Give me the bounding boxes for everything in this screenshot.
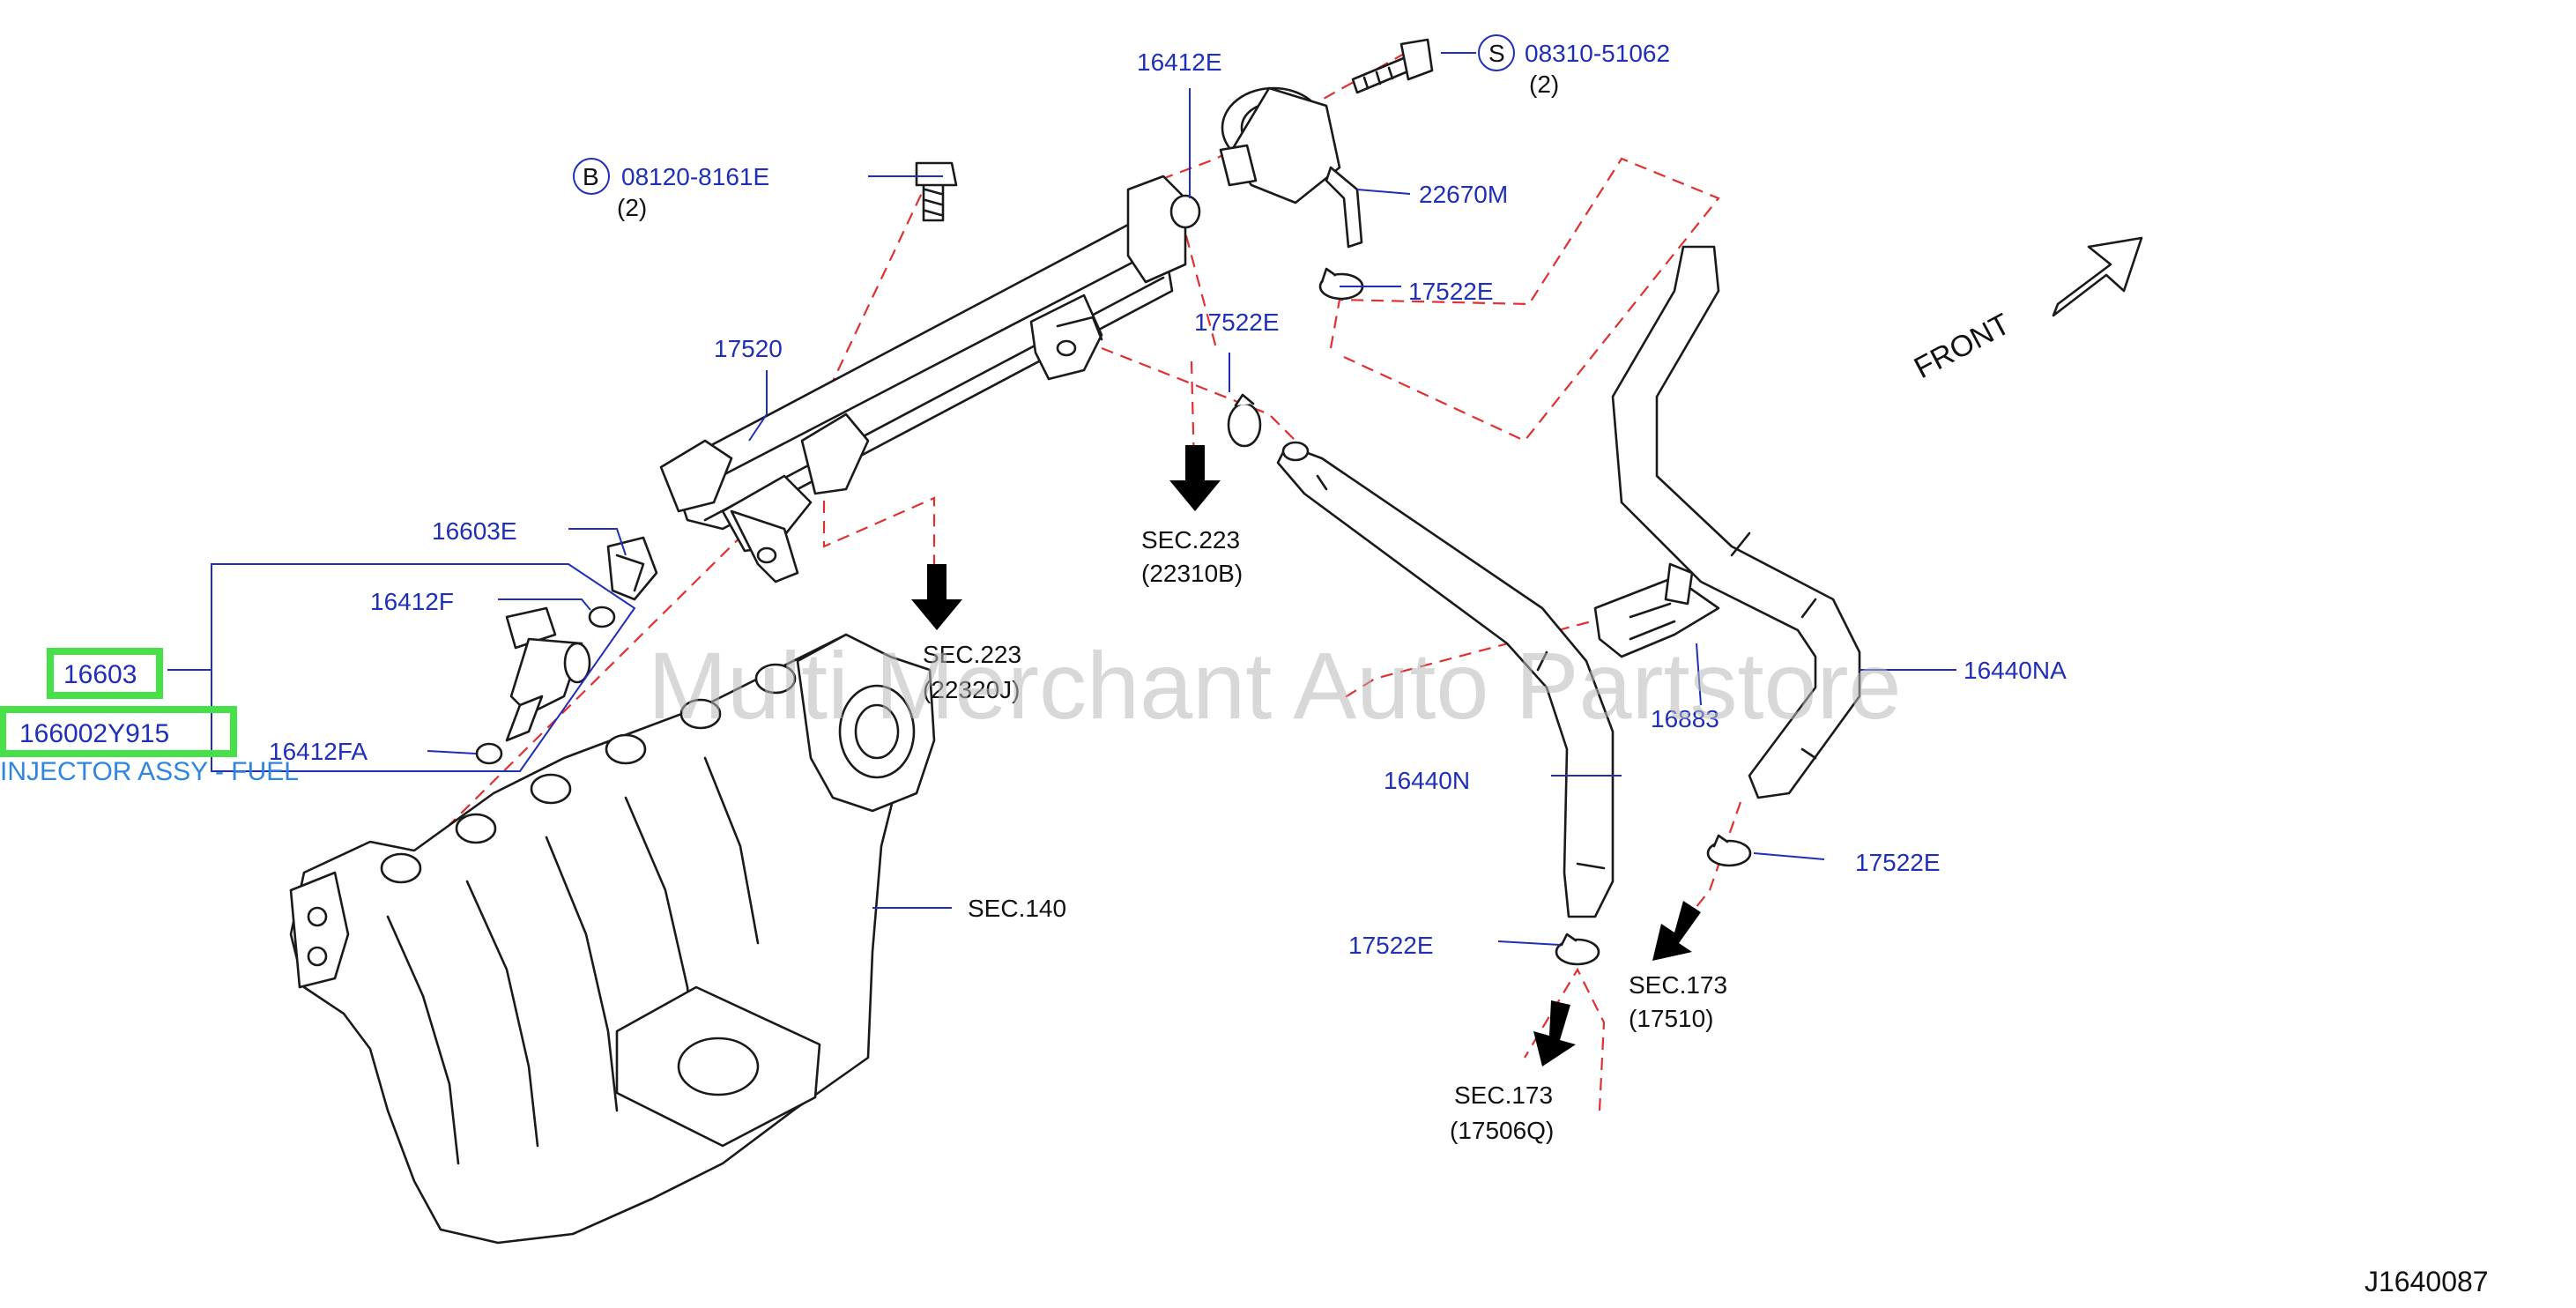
symbol-s-circle: [1478, 34, 1515, 71]
symbol-s: S: [1488, 40, 1505, 67]
label-16603[interactable]: 16603: [63, 660, 137, 689]
symbol-b: B: [583, 163, 599, 190]
sec173-a-ref: (17510): [1629, 1005, 1714, 1032]
injector-clip: [606, 536, 658, 601]
sec223-b-ref: (22320J): [923, 676, 1021, 703]
bolt-s: [1351, 38, 1434, 94]
label-08120-8161e[interactable]: 08120-8161E: [621, 163, 769, 190]
clamp-right: [1706, 834, 1752, 867]
leader-lines: [167, 52, 1956, 946]
clamp-bottom: [1555, 933, 1600, 966]
guide-lines: [391, 52, 1742, 1111]
pressure-regulator: [1169, 86, 1363, 249]
label-16412fa[interactable]: 16412FA: [269, 738, 367, 765]
injector-name: INJECTOR ASSY - FUEL: [0, 757, 299, 786]
label-16440n[interactable]: 16440N: [1384, 767, 1470, 794]
front-label: FRONT: [1909, 308, 2016, 386]
oring-lower: [475, 742, 503, 765]
label-166002y915[interactable]: 166002Y915: [19, 719, 169, 748]
bolt-b: [915, 161, 958, 222]
oring-upper: [588, 606, 616, 628]
intake-manifold: [289, 633, 936, 1245]
qty-08120-8161e: (2): [617, 194, 647, 221]
sec223-a-ref: (22310B): [1141, 560, 1243, 587]
sec173-b-title[interactable]: SEC.173: [1454, 1081, 1553, 1109]
sec173-b-ref: (17506Q): [1450, 1117, 1554, 1144]
arrow-sec223-b: [911, 564, 962, 630]
label-16883[interactable]: 16883: [1651, 705, 1719, 732]
hose-16440n: [1276, 441, 1615, 918]
label-16603e[interactable]: 16603E: [432, 517, 517, 545]
injector: [505, 606, 591, 742]
clamp-top: [1318, 267, 1364, 301]
sec223-a-title[interactable]: SEC.223: [1141, 526, 1240, 554]
label-17520[interactable]: 17520: [714, 335, 783, 362]
label-16412e[interactable]: 16412E: [1137, 48, 1222, 76]
label-17522e-top[interactable]: 17522E: [1408, 278, 1494, 305]
watermark: Multi Merchant Auto Partstore: [648, 632, 1902, 739]
sec223-b-title[interactable]: SEC.223: [923, 641, 1021, 668]
label-08310-51062[interactable]: 08310-51062: [1525, 40, 1670, 67]
label-16440na[interactable]: 16440NA: [1964, 657, 2067, 684]
sec173-a-title[interactable]: SEC.173: [1629, 971, 1727, 999]
front-arrow: [2052, 236, 2143, 317]
fuel-rail: [659, 175, 1187, 583]
hose-16440na: [1611, 245, 1861, 799]
sec140-title[interactable]: SEC.140: [968, 895, 1066, 922]
label-17522e-mid[interactable]: 17522E: [1194, 308, 1280, 336]
label-17522e-right[interactable]: 17522E: [1855, 849, 1941, 876]
arrow-sec173-b: [1533, 1000, 1576, 1066]
hose-bracket: [1593, 562, 1720, 658]
label-16412f[interactable]: 16412F: [370, 588, 454, 615]
label-22670m[interactable]: 22670M: [1419, 181, 1508, 208]
arrow-sec223-a: [1169, 445, 1221, 511]
label-17522e-bottom[interactable]: 17522E: [1348, 932, 1434, 959]
highlight-166002y915: [0, 706, 237, 757]
symbol-b-circle: [573, 158, 610, 195]
qty-08310-51062: (2): [1529, 71, 1559, 98]
highlight-16603: [47, 648, 163, 699]
diagram-code: J1640087: [2364, 1266, 2489, 1297]
arrow-sec173-a: [1652, 901, 1701, 961]
clamp-mid: [1227, 393, 1262, 448]
